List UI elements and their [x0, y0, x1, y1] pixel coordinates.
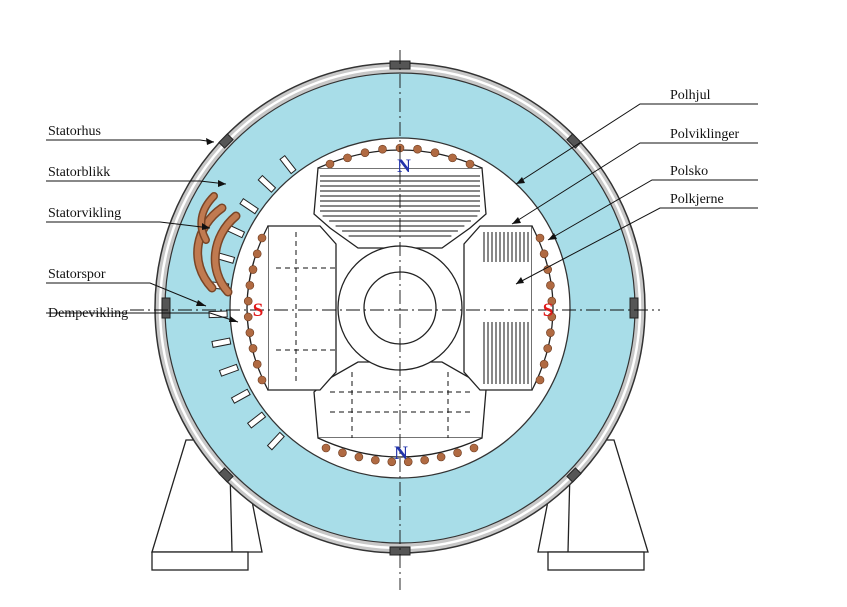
- label-statorspor: Statorspor: [48, 267, 106, 282]
- winding-dot: [248, 344, 258, 353]
- winding-dot: [257, 233, 267, 243]
- label-statorblikk: Statorblikk: [48, 165, 110, 180]
- winding-dot: [448, 153, 457, 163]
- winding-dot: [252, 249, 262, 259]
- winding-dot: [243, 312, 253, 322]
- leader-lines: [46, 103, 758, 323]
- label-polhjul: Polhjul: [670, 88, 711, 103]
- pole-label-left: S: [253, 300, 264, 321]
- winding-dot: [535, 233, 545, 243]
- label-statorvikling: Statorvikling: [48, 206, 121, 221]
- winding-dot: [453, 448, 462, 458]
- winding-dot: [378, 144, 387, 154]
- winding-dot: [547, 312, 557, 322]
- stator-slot: [246, 411, 267, 429]
- stator-slot: [266, 431, 285, 451]
- winding-dot: [321, 443, 331, 453]
- winding-dot: [325, 159, 335, 169]
- winding-dot: [245, 281, 255, 290]
- pole-label-bottom: N: [394, 443, 408, 464]
- label-polsko: Polsko: [670, 164, 708, 179]
- winding-dot: [360, 148, 370, 157]
- stator-slot: [279, 154, 297, 175]
- label-polkjerne: Polkjerne: [670, 192, 724, 207]
- field-winding-dots: [243, 143, 557, 467]
- winding-dot: [465, 159, 475, 169]
- winding-dot: [248, 265, 258, 274]
- stator-windings: [193, 192, 241, 297]
- winding-dot: [252, 359, 262, 369]
- stator-slot: [230, 388, 251, 404]
- stator-slot: [257, 174, 277, 193]
- winding-dot: [543, 344, 553, 353]
- winding-dot: [338, 448, 347, 458]
- winding-dot: [436, 452, 446, 462]
- stator-slot: [218, 363, 240, 377]
- stator-slot: [208, 310, 228, 319]
- winding-dot: [547, 296, 557, 306]
- pole-label-top: N: [397, 156, 411, 177]
- winding-dot: [546, 328, 555, 337]
- stator-slot: [211, 337, 232, 348]
- pole-label-right: S: [543, 300, 554, 321]
- winding-dot: [354, 452, 364, 462]
- winding-dot: [469, 443, 479, 453]
- winding-dot: [420, 455, 429, 465]
- pole-right: [463, 225, 554, 391]
- winding-dot: [243, 296, 253, 306]
- stator-slot: [239, 198, 259, 215]
- center-lines: [130, 50, 660, 590]
- label-dempevikling: Dempevikling: [48, 306, 128, 321]
- winding-dot: [535, 375, 545, 385]
- winding-dot: [430, 148, 440, 157]
- winding-dot: [387, 457, 397, 467]
- winding-dot: [413, 144, 422, 154]
- winding-dot: [403, 457, 413, 467]
- winding-dot: [257, 375, 267, 385]
- winding-dot: [546, 281, 555, 290]
- winding-dot: [245, 328, 255, 337]
- winding-dot: [539, 359, 549, 369]
- winding-dot: [343, 153, 352, 163]
- label-statorhus: Statorhus: [48, 124, 101, 139]
- winding-dot: [539, 249, 549, 259]
- label-polviklinger: Polviklinger: [670, 127, 740, 142]
- winding-dot: [371, 455, 380, 465]
